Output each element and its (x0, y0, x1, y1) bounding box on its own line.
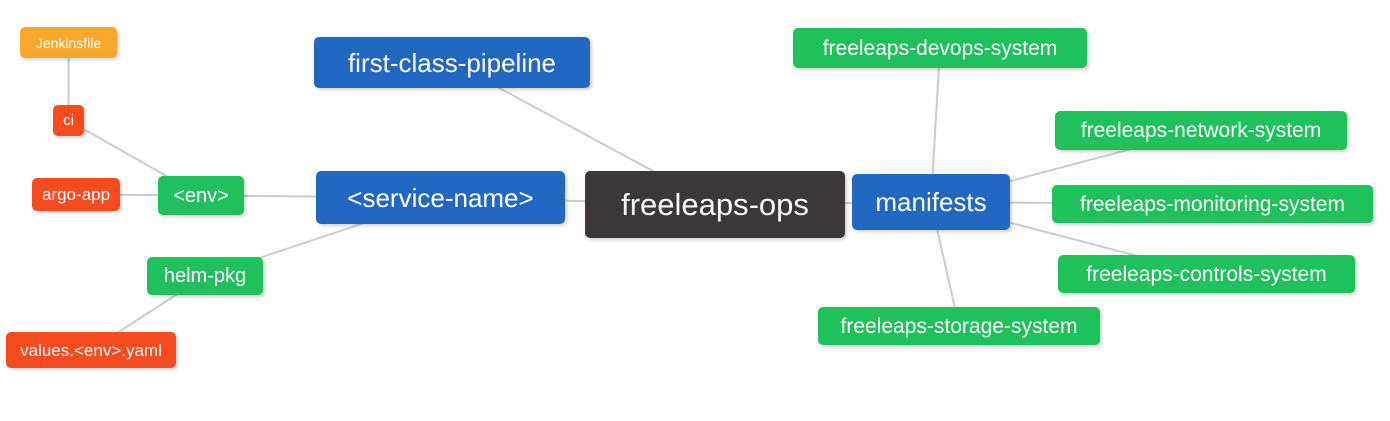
node-env[interactable]: <env> (158, 176, 244, 215)
node-freeleaps-controls-system[interactable]: freeleaps-controls-system (1058, 255, 1355, 293)
node-freeleaps-monitoring-system[interactable]: freeleaps-monitoring-system (1052, 185, 1373, 223)
node-values-env-yaml[interactable]: values.<env>.yaml (6, 332, 176, 368)
node-jenkinsfile[interactable]: Jenkinsfile (20, 27, 117, 58)
node-manifests[interactable]: manifests (852, 174, 1010, 230)
node-helm-pkg[interactable]: helm-pkg (147, 257, 263, 295)
node-service-name[interactable]: <service-name> (316, 171, 565, 224)
node-freeleaps-devops-system[interactable]: freeleaps-devops-system (793, 28, 1087, 68)
node-first-class-pipeline[interactable]: first-class-pipeline (314, 37, 590, 88)
node-ci[interactable]: ci (53, 105, 84, 136)
node-freeleaps-ops[interactable]: freeleaps-ops (585, 171, 845, 238)
node-freeleaps-storage-system[interactable]: freeleaps-storage-system (818, 307, 1100, 345)
node-argo-app[interactable]: argo-app (32, 178, 120, 211)
node-freeleaps-network-system[interactable]: freeleaps-network-system (1055, 111, 1347, 150)
